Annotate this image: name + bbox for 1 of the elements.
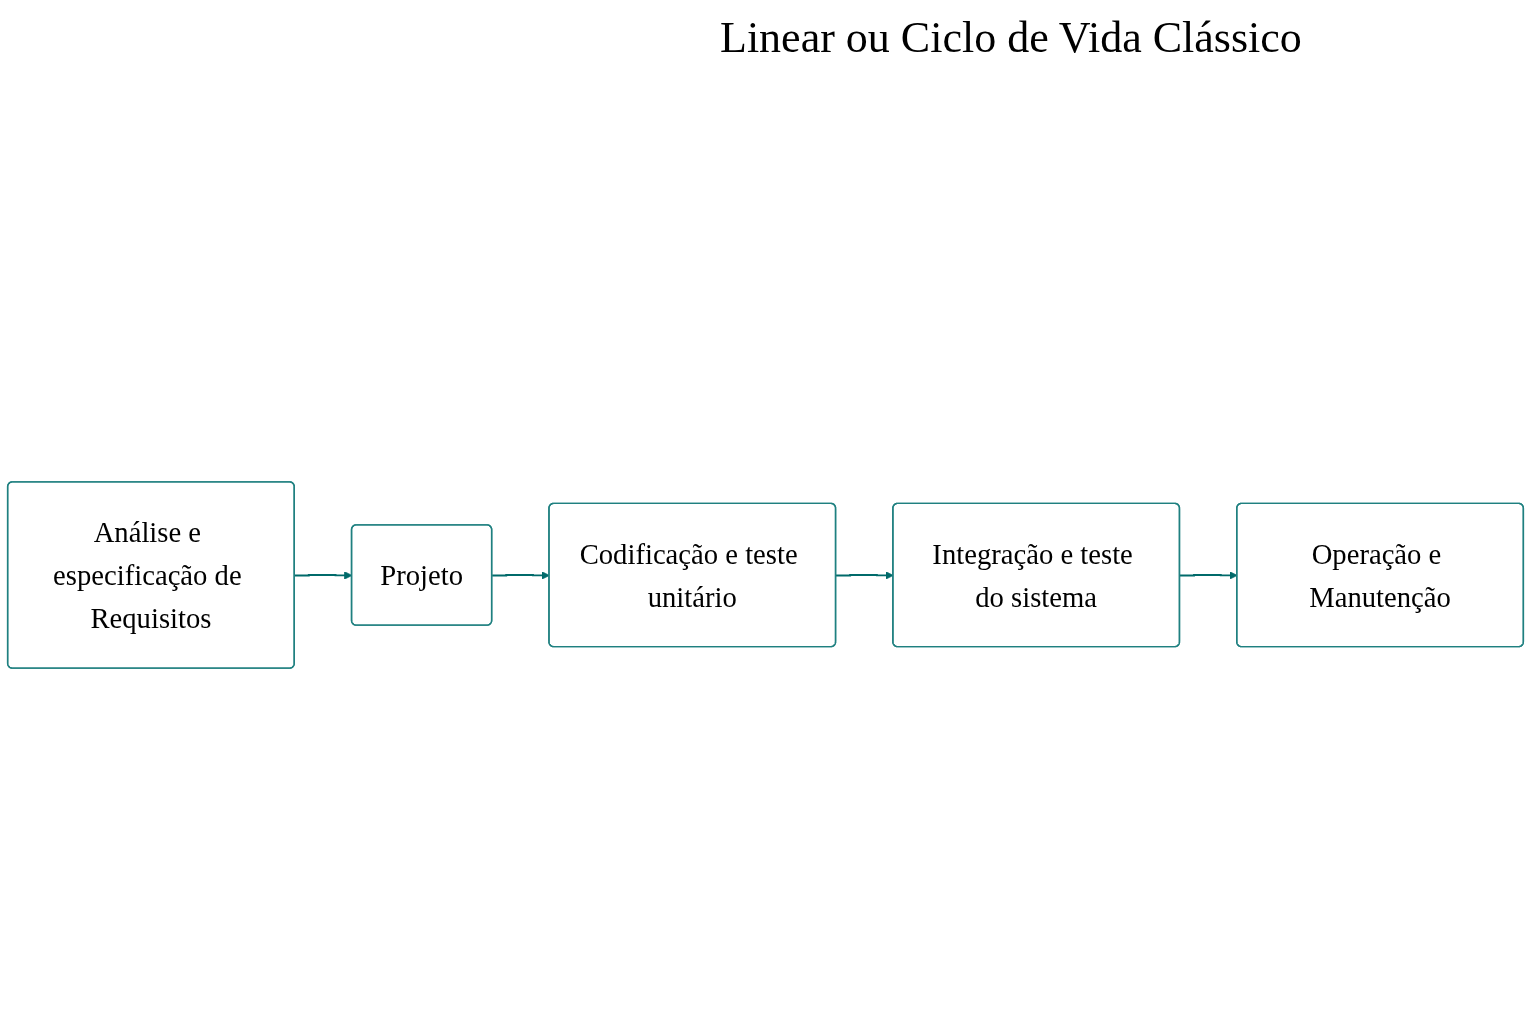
diagram-title: Linear ou Ciclo de Vida Clássico — [720, 12, 1303, 64]
